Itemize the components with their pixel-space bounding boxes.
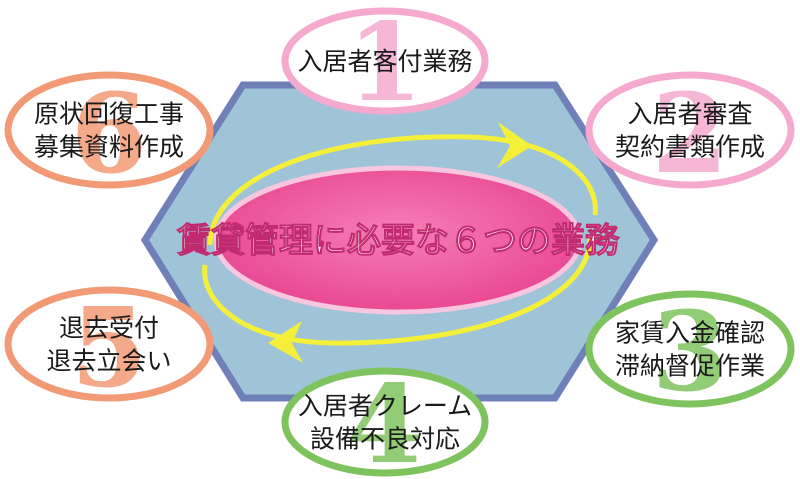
task-node-number: 5: [71, 283, 148, 412]
center-title: 賃貸管理に必要な６つの業務: [176, 221, 620, 261]
task-node-label-line: 家賃入金確認: [615, 319, 765, 348]
cycle-arrow-bottom: [202, 237, 593, 346]
task-node-label-line: 入居者客付業務: [297, 47, 472, 76]
task-node-ring: [281, 367, 489, 477]
task-node-label-line: 入居者審査: [627, 100, 752, 129]
task-node-label-line: 滞納督促作業: [615, 352, 765, 381]
task-node-ring: [4, 71, 214, 189]
cycle-arrow-top: [207, 134, 598, 246]
task-node-number: 3: [652, 287, 729, 416]
cycle-arrows: [202, 122, 598, 363]
cycle-arrowhead-top: [497, 122, 532, 168]
task-node-ring: [585, 71, 795, 189]
task-node-ring: [281, 7, 489, 115]
task-node-label-line: 原状回復工事: [34, 100, 184, 129]
center-ellipse: [213, 165, 583, 315]
task-node-label-line: 入居者クレーム: [298, 392, 472, 421]
task-node-number: 4: [347, 362, 422, 479]
task-node-label-line: 募集資料作成: [34, 133, 184, 162]
task-node-label-line: 契約書類作成: [615, 133, 765, 162]
task-node-label-line: 退去立会い: [46, 347, 171, 376]
task-node-number: 6: [71, 69, 148, 198]
task-node-number: 2: [652, 69, 729, 198]
task-node-ring: [4, 286, 214, 402]
task-node-number: 1: [347, 0, 422, 126]
task-node-ring: [585, 290, 795, 408]
task-node-label-line: 退去受付: [59, 314, 159, 343]
task-node-label-line: 設備不良対応: [310, 425, 460, 454]
cycle-arrowhead-bottom: [268, 321, 303, 363]
